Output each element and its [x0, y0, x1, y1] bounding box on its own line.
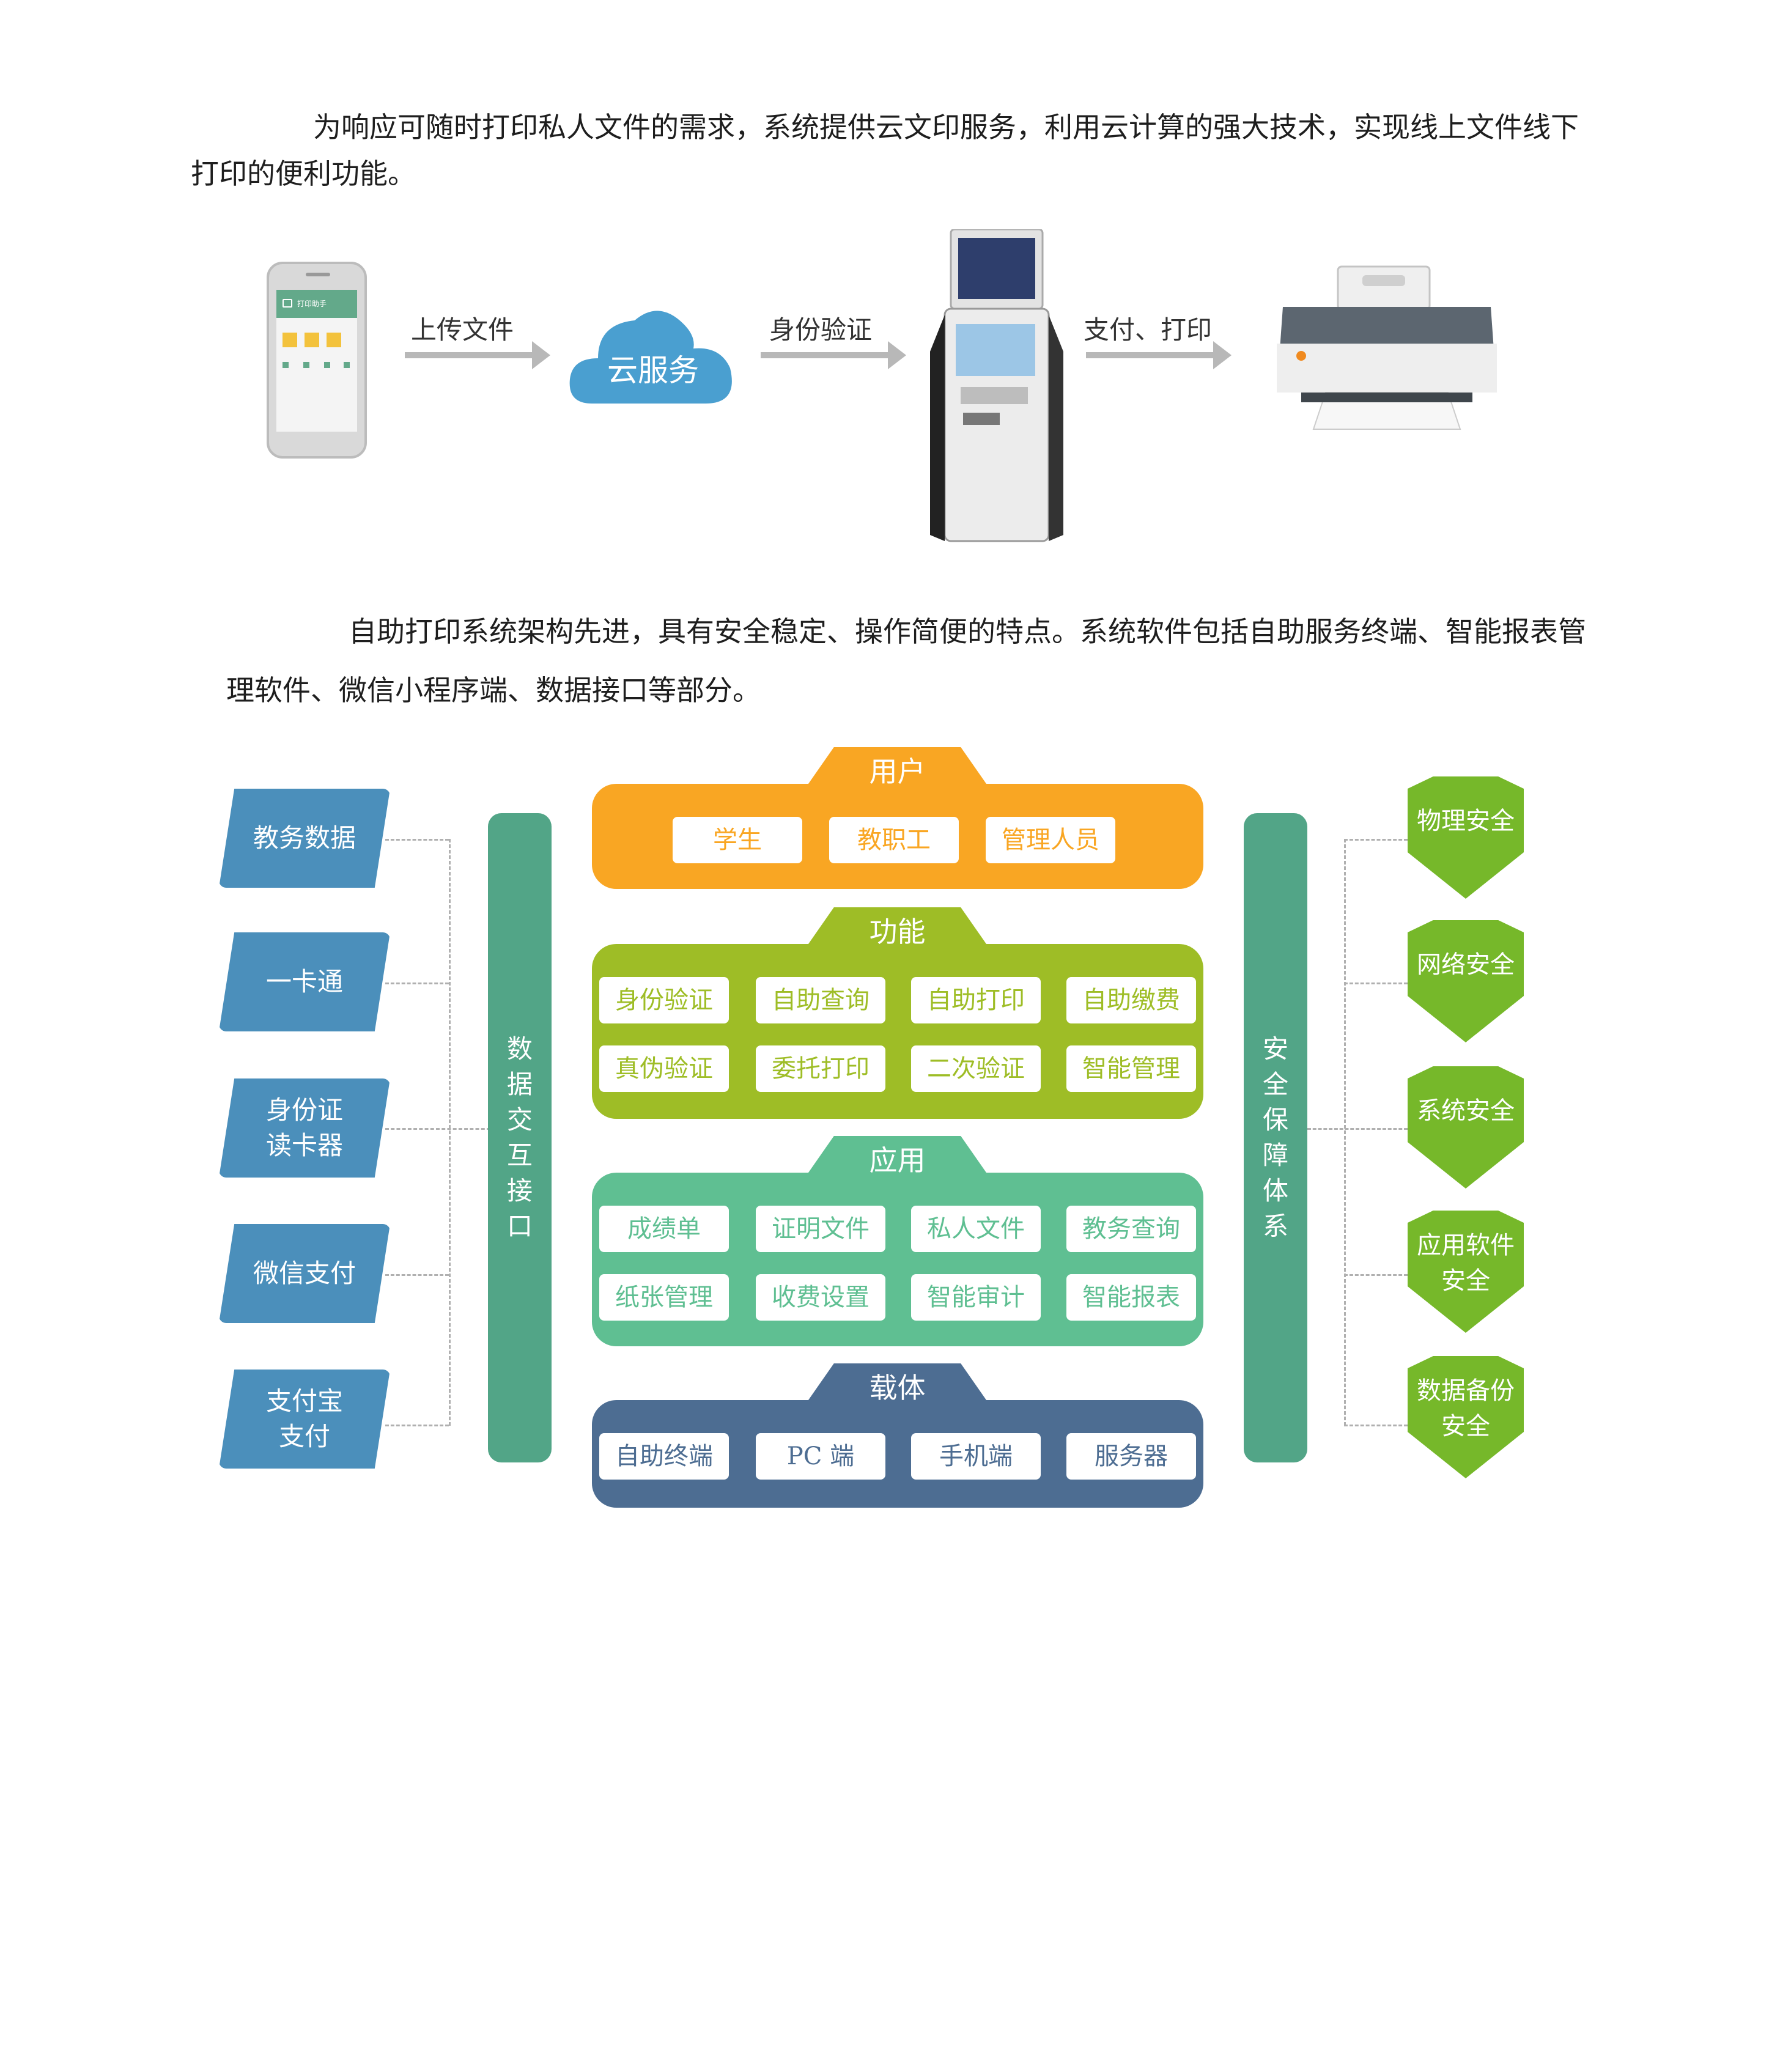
left-connector [385, 839, 449, 841]
pillar-char: 数 [506, 1034, 533, 1064]
carrier-layer-title: 载体 [804, 1363, 991, 1406]
cloud-service-icon: 云服务 [567, 300, 739, 410]
pillar-char: 体 [1262, 1176, 1288, 1206]
printer-icon [282, 299, 292, 308]
phone-app-title: 打印助手 [297, 300, 327, 308]
source-campus-card: 一卡通 [219, 932, 390, 1031]
phone-menu-icons [282, 362, 351, 369]
left-connector [385, 1128, 490, 1130]
pillar-char: 安 [1262, 1034, 1288, 1064]
application-chip: 智能审计 [911, 1274, 1041, 1321]
application-chip: 成绩单 [599, 1206, 729, 1252]
data-interface-pillar: 数 据 交 互 接 口 [488, 813, 552, 1462]
security-system-pillar: 安 全 保 障 体 系 [1244, 813, 1307, 1462]
upload-step-label: 上传文件 [411, 315, 514, 345]
pillar-char: 接 [506, 1176, 533, 1206]
carrier-chip: 自助终端 [599, 1433, 729, 1480]
carrier-chip: 手机端 [911, 1433, 1041, 1480]
application-chip: 证明文件 [756, 1206, 885, 1252]
pillar-char: 交 [506, 1105, 533, 1135]
application-layer-title: 应用 [804, 1136, 991, 1179]
pillar-char: 障 [1262, 1140, 1288, 1170]
function-layer [592, 944, 1203, 1119]
user-layer-title: 用户 [804, 747, 991, 790]
right-connector [1344, 1425, 1408, 1426]
function-chip: 智能管理 [1066, 1045, 1196, 1092]
pillar-char: 口 [506, 1211, 533, 1241]
right-connector [1344, 839, 1408, 841]
application-chip: 纸张管理 [599, 1274, 729, 1321]
left-connector-trunk [449, 839, 451, 1426]
arrow-auth [761, 341, 906, 369]
pillar-char: 系 [1262, 1211, 1288, 1241]
pillar-char: 互 [506, 1140, 533, 1170]
pillar-char: 保 [1262, 1105, 1288, 1135]
source-academic-data: 教务数据 [219, 789, 390, 888]
function-chip: 自助查询 [756, 977, 885, 1023]
phone-tiles [282, 333, 351, 351]
pay-print-step-label: 支付、打印 [1084, 315, 1213, 345]
pillar-char: 全 [1262, 1069, 1288, 1099]
auth-step-label: 身份验证 [769, 315, 873, 345]
phone-illustration: 打印助手 [267, 262, 367, 459]
function-chip: 自助缴费 [1066, 977, 1196, 1023]
right-connector [1344, 1274, 1408, 1276]
physical-security-shield: 物理安全 [1408, 776, 1524, 899]
system-security-shield: 系统安全 [1408, 1066, 1524, 1189]
phone-app-header: 打印助手 [276, 290, 357, 318]
source-wechat-pay: 微信支付 [219, 1224, 390, 1323]
application-chip: 智能报表 [1066, 1274, 1196, 1321]
printer-illustration [1265, 264, 1503, 441]
application-chip: 私人文件 [911, 1206, 1041, 1252]
left-connector [385, 983, 449, 984]
intro-paragraph: 为响应可随时打印私人文件的需求，系统提供云文印服务，利用云计算的强大技术，实现线… [191, 111, 1579, 190]
left-connector [385, 1274, 449, 1276]
application-chip: 教务查询 [1066, 1206, 1196, 1252]
kiosk-terminal-illustration [926, 228, 1067, 547]
source-alipay: 支付宝 支付 [219, 1370, 390, 1469]
right-connector-trunk [1344, 839, 1346, 1426]
app-software-security-shield: 应用软件 安全 [1408, 1211, 1524, 1333]
right-connector [1344, 983, 1408, 984]
application-chip: 收费设置 [756, 1274, 885, 1321]
user-chip: 教职工 [829, 817, 959, 863]
carrier-chip: PC 端 [756, 1433, 885, 1480]
carrier-chip: 服务器 [1066, 1433, 1196, 1480]
function-chip: 自助打印 [911, 977, 1041, 1023]
function-chip: 委托打印 [756, 1045, 885, 1092]
right-connector [1307, 1128, 1408, 1130]
pillar-char: 据 [506, 1069, 533, 1099]
function-chip: 二次验证 [911, 1045, 1041, 1092]
arrow-pay-print [1086, 341, 1232, 369]
function-chip: 身份验证 [599, 977, 729, 1023]
function-layer-title: 功能 [804, 907, 991, 950]
function-chip: 真伪验证 [599, 1045, 729, 1092]
left-connector [385, 1425, 449, 1426]
architecture-paragraph: 自助打印系统架构先进，具有安全稳定、操作简便的特点。系统软件包括自助服务终端、智… [226, 615, 1586, 707]
cloud-service-label: 云服务 [607, 353, 699, 388]
data-backup-security-shield: 数据备份 安全 [1408, 1356, 1524, 1478]
source-id-card-reader: 身份证 读卡器 [219, 1078, 390, 1178]
user-chip: 学生 [673, 817, 802, 863]
arrow-upload [405, 341, 550, 369]
network-security-shield: 网络安全 [1408, 920, 1524, 1042]
user-chip: 管理人员 [986, 817, 1115, 863]
